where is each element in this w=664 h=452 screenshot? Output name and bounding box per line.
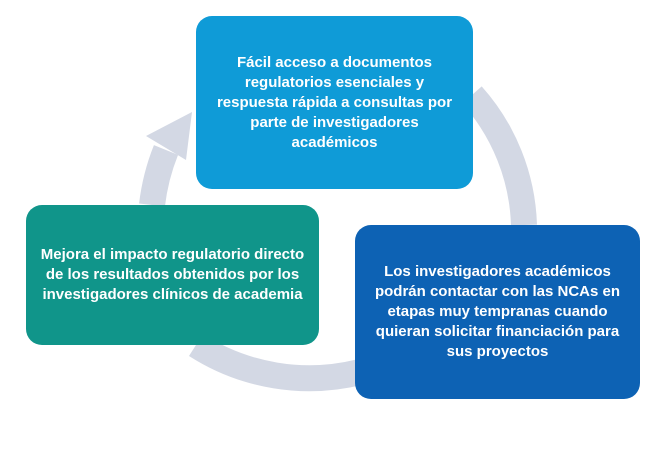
- cycle-step-top: Fácil acceso a documentos regulatorios e…: [196, 16, 473, 189]
- cycle-step-left: Mejora el impacto regulatorio directo de…: [26, 205, 319, 345]
- cycle-step-left-text: Mejora el impacto regulatorio directo de…: [40, 246, 305, 303]
- cycle-step-right: Los investigadores académicos podrán con…: [355, 225, 640, 399]
- cycle-step-right-text: Los investigadores académicos podrán con…: [374, 263, 621, 360]
- cycle-step-top-text: Fácil acceso a documentos regulatorios e…: [216, 53, 453, 151]
- arrowhead-icon: [146, 112, 192, 160]
- arc-left-to-top: [139, 145, 179, 207]
- arc-top-to-right: [462, 86, 537, 226]
- arc-right-to-left: [188, 333, 364, 392]
